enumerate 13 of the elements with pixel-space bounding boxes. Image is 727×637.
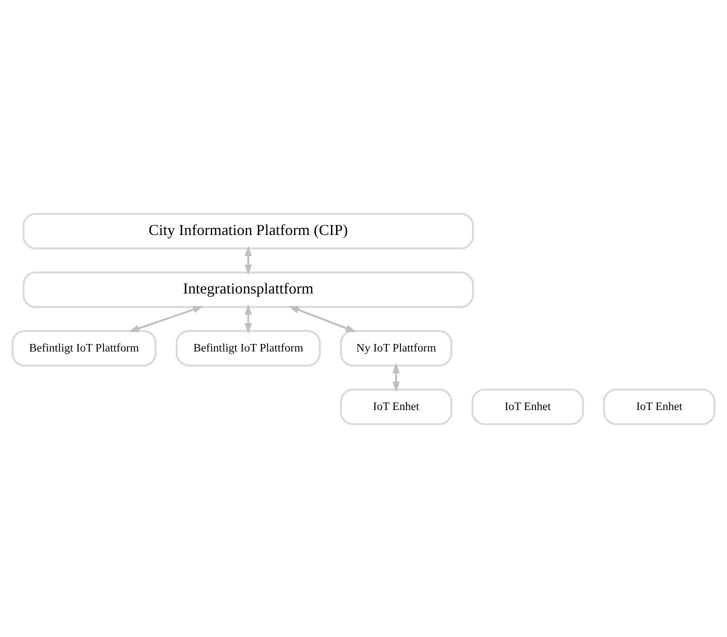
arrow bbox=[392, 362, 400, 392]
arrow bbox=[128, 306, 204, 332]
node-box: IoT Enhet bbox=[472, 388, 584, 425]
node-box: Befintligt IoT Plattform bbox=[176, 330, 321, 366]
node-box: Integrationsplattform bbox=[22, 270, 474, 308]
node-box: IoT Enhet bbox=[603, 388, 716, 425]
arrow bbox=[288, 306, 356, 332]
node-box: City Information Platform (CIP) bbox=[22, 212, 474, 249]
node-box: Befintligt IoT Plattform bbox=[12, 330, 157, 366]
node-box: IoT Enhet bbox=[340, 388, 452, 425]
arrow bbox=[244, 304, 252, 334]
arrow bbox=[244, 245, 252, 275]
node-box: Ny IoT Plattform bbox=[340, 330, 452, 366]
